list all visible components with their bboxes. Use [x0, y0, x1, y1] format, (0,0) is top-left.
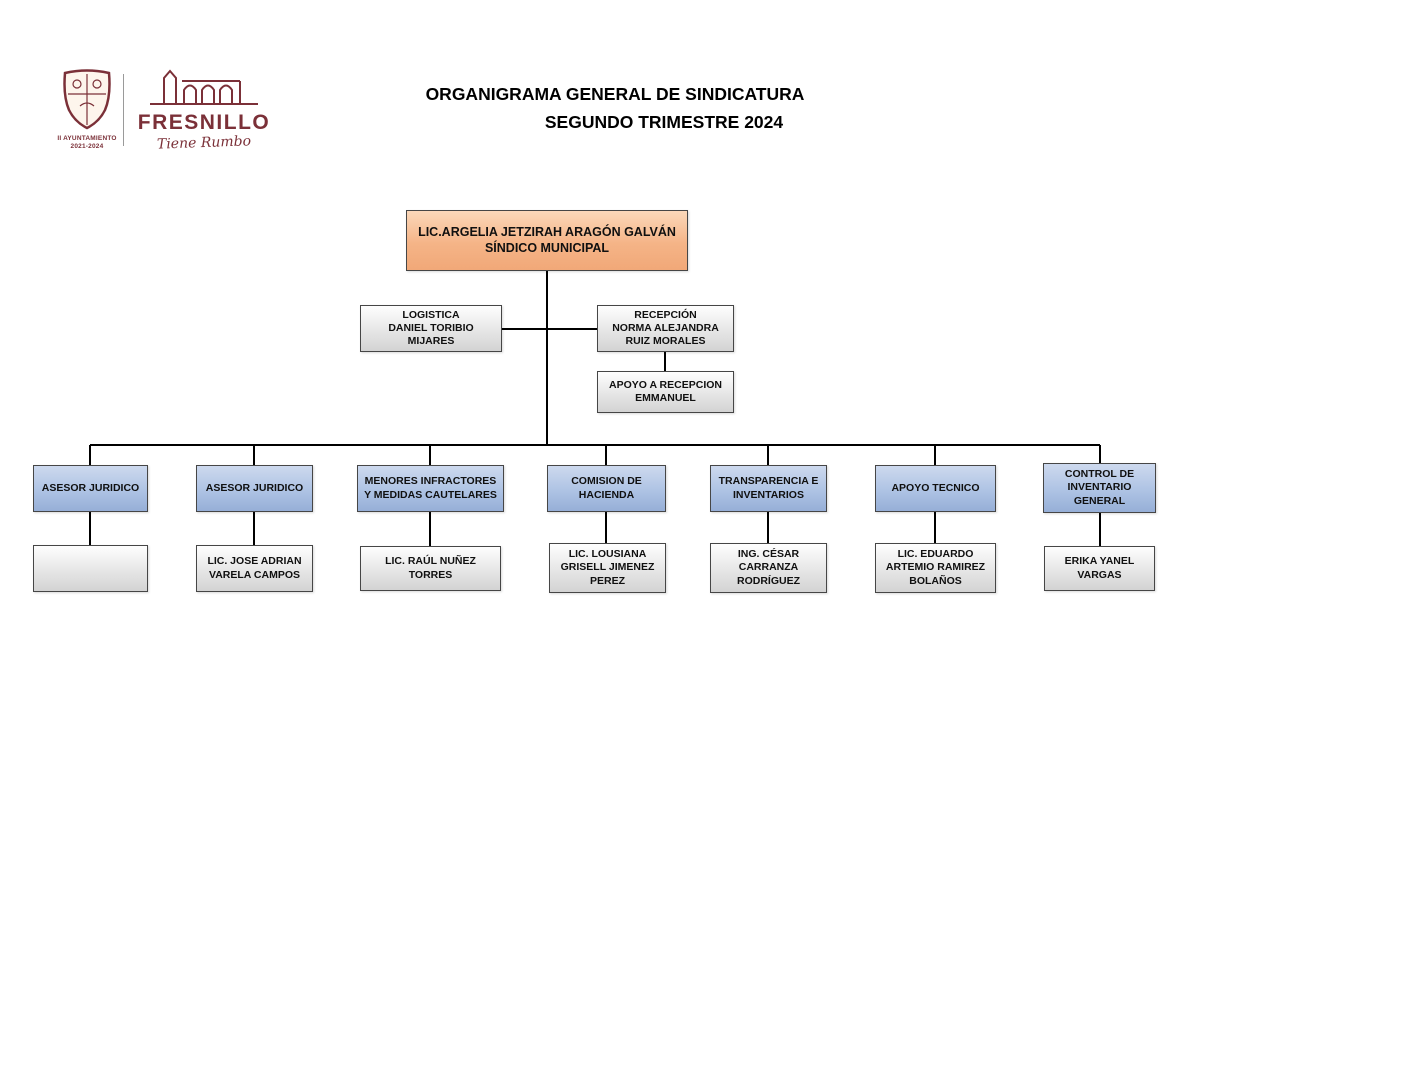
fresnillo-logo: FRESNILLO Tiene Rumbo	[134, 68, 274, 153]
node-label: LIC. EDUARDO ARTEMIO RAMIREZ BOLAÑOS	[885, 548, 986, 587]
node-label: ING. CÉSAR CARRANZA RODRÍGUEZ	[737, 548, 800, 587]
node-transparencia-inventarios: TRANSPARENCIA E INVENTARIOS	[710, 465, 827, 512]
page-title-line-2: SEGUNDO TRIMESTRE 2024	[544, 112, 784, 132]
node-label: ASESOR JURIDICO	[41, 481, 140, 494]
node-label: RECEPCIÓN NORMA ALEJANDRA RUIZ MORALES	[612, 308, 719, 348]
brand-logos: II AYUNTAMIENTO 2021-2024 FRESNILLO Tien…	[50, 66, 280, 166]
logo-divider	[123, 74, 124, 146]
node-comision-hacienda: COMISION DE HACIENDA	[547, 465, 666, 512]
node-person-control-inventario: ERIKA YANEL VARGAS	[1044, 546, 1155, 591]
node-asesor-juridico-2: ASESOR JURIDICO	[196, 465, 313, 512]
node-person-apoyo-tecnico: LIC. EDUARDO ARTEMIO RAMIREZ BOLAÑOS	[875, 543, 996, 593]
arch-icon	[150, 69, 258, 105]
node-menores-infractores: MENORES INFRACTORES Y MEDIDAS CAUTELARES	[357, 465, 504, 512]
node-label: LOGISTICA DANIEL TORIBIO MIJARES	[388, 308, 474, 348]
node-label: APOYO A RECEPCION EMMANUEL	[609, 378, 722, 404]
node-person-menores-infractores: LIC. RAÚL NUÑEZ TORRES	[360, 546, 501, 591]
node-label: LIC. LOUSIANA GRISELL JIMENEZ PEREZ	[560, 548, 655, 587]
node-apoyo-recepcion: APOYO A RECEPCION EMMANUEL	[597, 371, 734, 413]
node-asesor-juridico-1: ASESOR JURIDICO	[33, 465, 148, 512]
node-label: CONTROL DE INVENTARIO GENERAL	[1064, 468, 1135, 507]
node-logistica: LOGISTICA DANIEL TORIBIO MIJARES	[360, 305, 502, 352]
ayuntamiento-crest-logo: II AYUNTAMIENTO 2021-2024	[55, 68, 119, 151]
page-title-line-1: ORGANIGRAMA GENERAL DE SINDICATURA	[425, 84, 805, 104]
fresnillo-wordmark: FRESNILLO	[137, 111, 271, 134]
node-label: LIC. JOSE ADRIAN VARELA CAMPOS	[207, 555, 302, 581]
node-label: LIC.ARGELIA JETZIRAH ARAGÓN GALVÁN SÍNDI…	[418, 224, 676, 255]
node-label: TRANSPARENCIA E INVENTARIOS	[718, 475, 819, 501]
node-person-transparencia: ING. CÉSAR CARRANZA RODRÍGUEZ	[710, 543, 827, 593]
crest-icon	[63, 69, 111, 130]
node-label: ERIKA YANEL VARGAS	[1064, 555, 1135, 581]
crest-caption-line2: 2021-2024	[70, 143, 104, 150]
node-control-inventario: CONTROL DE INVENTARIO GENERAL	[1043, 463, 1156, 513]
node-label: MENORES INFRACTORES Y MEDIDAS CAUTELARES	[364, 475, 497, 501]
node-recepcion: RECEPCIÓN NORMA ALEJANDRA RUIZ MORALES	[597, 305, 734, 352]
node-label: LIC. RAÚL NUÑEZ TORRES	[385, 555, 476, 581]
page-title: ORGANIGRAMA GENERAL DE SINDICATURA SEGUN…	[300, 80, 930, 136]
crest-caption-line1: II AYUNTAMIENTO	[57, 135, 117, 142]
node-label: ASESOR JURIDICO	[205, 481, 304, 494]
node-person-asesor-1	[33, 545, 148, 592]
node-person-comision-hacienda: LIC. LOUSIANA GRISELL JIMENEZ PEREZ	[549, 543, 666, 593]
fresnillo-tagline: Tiene Rumbo	[156, 133, 252, 153]
node-sindico-municipal: LIC.ARGELIA JETZIRAH ARAGÓN GALVÁN SÍNDI…	[406, 210, 688, 271]
node-person-asesor-2: LIC. JOSE ADRIAN VARELA CAMPOS	[196, 545, 313, 592]
node-apoyo-tecnico: APOYO TECNICO	[875, 465, 996, 512]
node-label: APOYO TECNICO	[891, 481, 980, 494]
node-label: COMISION DE HACIENDA	[571, 475, 642, 501]
